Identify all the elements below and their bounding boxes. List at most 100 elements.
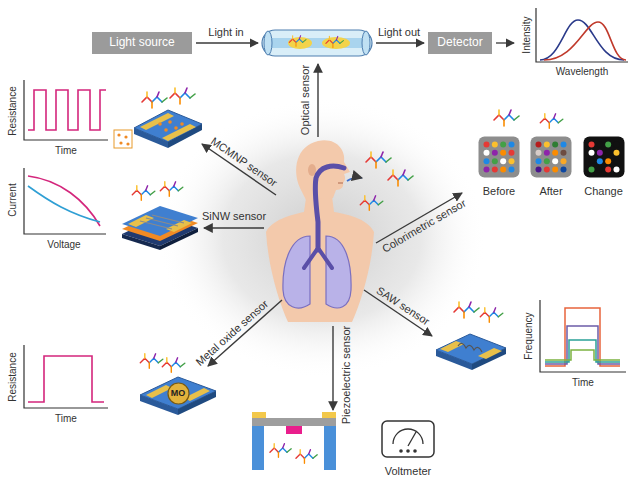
mcmnp-sensor xyxy=(126,142,129,145)
sensor-label: Optical sensor xyxy=(299,65,312,135)
resistance-chart xyxy=(24,345,108,408)
breath-cloud xyxy=(157,98,487,378)
array-spot xyxy=(508,142,514,148)
saw-sensor xyxy=(440,341,464,352)
optical-fiber xyxy=(270,38,364,48)
array-spot xyxy=(613,158,619,164)
array-spot xyxy=(613,142,619,148)
array-spot xyxy=(492,158,498,164)
mcmnp-sensor xyxy=(180,122,184,126)
saw-sensor xyxy=(478,348,502,359)
saw-sensor xyxy=(436,350,472,370)
resistance-chart xyxy=(28,90,106,130)
array-spot xyxy=(596,142,602,148)
metal-oxide-disc xyxy=(168,383,189,404)
array-plate xyxy=(530,136,572,178)
voltmeter-symbol xyxy=(381,420,435,458)
resistance-chart xyxy=(28,356,104,402)
array-spot xyxy=(588,142,594,148)
array-spot xyxy=(508,150,514,156)
iv-chart xyxy=(24,168,106,234)
array-spot xyxy=(500,150,506,156)
array-spot xyxy=(484,150,490,156)
optical-fiber xyxy=(362,31,370,55)
sensor-label: MCMNP sensor xyxy=(209,135,280,189)
optical-fiber xyxy=(264,31,272,55)
spectrum-chart xyxy=(536,8,628,62)
human-figure xyxy=(308,164,316,176)
array-spot xyxy=(588,150,594,156)
mcmnp-sensor xyxy=(162,124,196,141)
mcmnp-sensor xyxy=(164,128,168,132)
voltmeter-knob xyxy=(406,449,410,453)
human-figure xyxy=(266,196,374,322)
array-spot xyxy=(588,166,594,172)
spectrum-chart xyxy=(544,22,626,60)
mcmnp-sensor xyxy=(140,113,174,130)
sensor-arrow xyxy=(208,300,282,366)
resistance-chart xyxy=(24,80,108,140)
sensor-arrow xyxy=(202,64,462,410)
mcmnp-sensor xyxy=(124,135,127,138)
human-figure xyxy=(326,236,351,308)
axis-label: Resistance xyxy=(7,86,19,135)
axis-label: Time xyxy=(572,377,594,389)
array-spot xyxy=(544,150,550,156)
array-spot xyxy=(552,166,558,172)
array-spot xyxy=(613,150,619,156)
array-plate xyxy=(583,136,625,178)
analyte-molecules xyxy=(494,110,519,126)
piezoelectric-sensor xyxy=(324,426,336,470)
signal-label: Light in xyxy=(208,26,243,39)
instrument-box: Detector xyxy=(428,32,492,54)
array-spot xyxy=(500,166,506,172)
piezoelectric-sensor xyxy=(252,412,266,418)
saw-sensor xyxy=(472,348,506,370)
light-arrow xyxy=(196,42,258,43)
array-spot xyxy=(544,142,550,148)
optical-fiber xyxy=(262,30,372,56)
axis-label: Current xyxy=(7,183,19,216)
mcmnp-sensor xyxy=(117,133,120,136)
axis-label: Intensity xyxy=(521,16,533,53)
sensor-label: Colorimetric sensor xyxy=(379,197,467,256)
array-spot xyxy=(508,158,514,164)
node-text: Voltmeter xyxy=(385,465,431,478)
mcmnp-sensor xyxy=(158,122,162,126)
array-spot xyxy=(552,158,558,164)
instrument-box: Light source xyxy=(92,32,192,54)
saw-sensor xyxy=(458,343,482,352)
saw-sensor xyxy=(454,302,479,318)
array-spot xyxy=(605,158,611,164)
piezoelectric-sensor xyxy=(322,412,336,418)
axis-label: Resistance xyxy=(7,352,19,401)
mcmnp-sensor xyxy=(114,88,202,148)
array-spot xyxy=(492,166,498,172)
optical-fiber xyxy=(326,36,344,47)
human-figure xyxy=(366,152,391,168)
voltmeter-knob xyxy=(399,449,403,453)
mcmnp-sensor xyxy=(142,92,167,108)
human-figure xyxy=(304,248,332,268)
piezoelectric-sensor xyxy=(270,444,291,458)
sensor-arrow xyxy=(317,64,318,137)
light-arrow xyxy=(376,42,424,43)
array-spot xyxy=(544,166,550,172)
saw-sensor xyxy=(436,302,506,370)
frequency-chart xyxy=(545,350,620,360)
optical-fiber xyxy=(289,36,306,47)
sensor-label: SAW sensor xyxy=(374,284,432,328)
analyte-molecules xyxy=(540,114,563,128)
sensor-label: Piezoelectric sensor xyxy=(340,326,353,424)
sinw-sensor xyxy=(140,215,184,229)
mcmnp-sensor xyxy=(114,130,132,148)
node-text: MO xyxy=(171,388,186,398)
node-text: After xyxy=(539,185,562,198)
mcmnp-sensor xyxy=(174,126,178,130)
mcmnp-sensor xyxy=(119,141,122,144)
array-spot xyxy=(500,142,506,148)
array-spot xyxy=(596,166,602,172)
array-spot xyxy=(560,158,566,164)
